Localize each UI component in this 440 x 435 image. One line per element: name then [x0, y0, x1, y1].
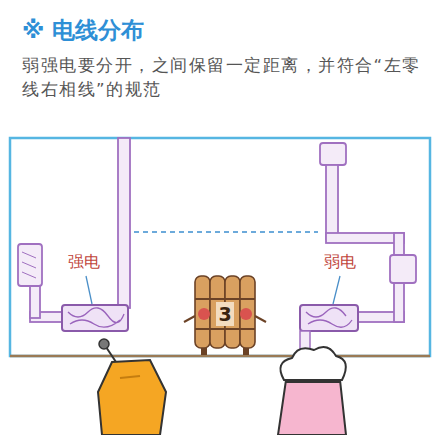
- weak-junction-box: [300, 305, 358, 331]
- chef-character: [278, 347, 346, 435]
- radiator-number: 3: [218, 303, 231, 325]
- box-wires: [306, 308, 352, 327]
- strong-label: 强电: [68, 250, 100, 273]
- box-wires: [68, 308, 124, 327]
- orange-character: [98, 339, 166, 435]
- weak-label: 弱电: [324, 250, 356, 273]
- room-wall: [10, 138, 430, 356]
- weak-conduit: [320, 143, 416, 322]
- leader-line: [333, 276, 340, 304]
- radiator-body: [184, 276, 266, 355]
- title: ※ 电线分布: [22, 14, 144, 47]
- subtitle-note: 弱强电要分开，之间保留一定距离，并符合“左零线右相线”的规范: [22, 54, 424, 102]
- radiator-node: 3: [183, 272, 267, 356]
- leader-line: [86, 276, 92, 304]
- wall-socket: [22, 252, 36, 278]
- strong-junction-box: [62, 305, 128, 331]
- distance-line: [134, 231, 318, 233]
- floor-line: [10, 355, 430, 358]
- strong-conduit: [18, 138, 130, 322]
